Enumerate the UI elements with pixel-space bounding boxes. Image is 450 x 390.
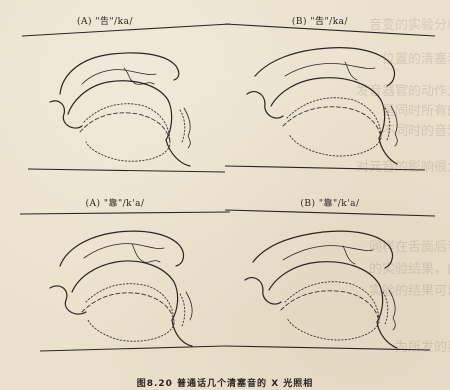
tongue-position-dotted — [84, 104, 170, 161]
upper-guide-line — [225, 210, 435, 216]
upper-guide-line — [22, 24, 230, 36]
palate-outline — [60, 53, 179, 94]
xray-panel-b-kha: (B) "靠"/k'a/ — [225, 196, 435, 361]
tongue-position-dotted — [86, 284, 174, 341]
palate-outline — [255, 48, 394, 86]
tongue-outline — [68, 81, 172, 140]
tongue-position-dashed — [82, 293, 174, 322]
xray-panel-a-kha: (A) "靠"/k'a/ — [20, 196, 230, 361]
lower-guide-line — [28, 169, 225, 172]
tongue-outline — [72, 261, 178, 320]
tongue-position-dashed — [80, 113, 170, 142]
lower-guide-line — [225, 166, 425, 170]
tongue-position-dashed — [283, 107, 381, 138]
vocal-tract-tracing — [225, 196, 435, 361]
figure-caption: 图8.20 普通话几个清塞音的 X 光照相 — [0, 376, 450, 389]
palate-outline — [253, 231, 392, 268]
vocal-tract-tracing — [20, 14, 230, 179]
vocal-tract-tracing — [225, 14, 435, 179]
vocal-tract-tracing — [20, 196, 230, 361]
tongue-position-dashed — [281, 291, 379, 322]
upper-guide-line — [225, 24, 435, 36]
xray-panel-a-ka: (A) "告"/ka/ — [20, 14, 230, 179]
xray-panel-b-ka: (B) "告"/ka/ — [225, 14, 435, 179]
lower-guide-line — [225, 346, 430, 350]
lower-guide-line — [40, 346, 225, 351]
upper-guide-line — [20, 212, 230, 214]
